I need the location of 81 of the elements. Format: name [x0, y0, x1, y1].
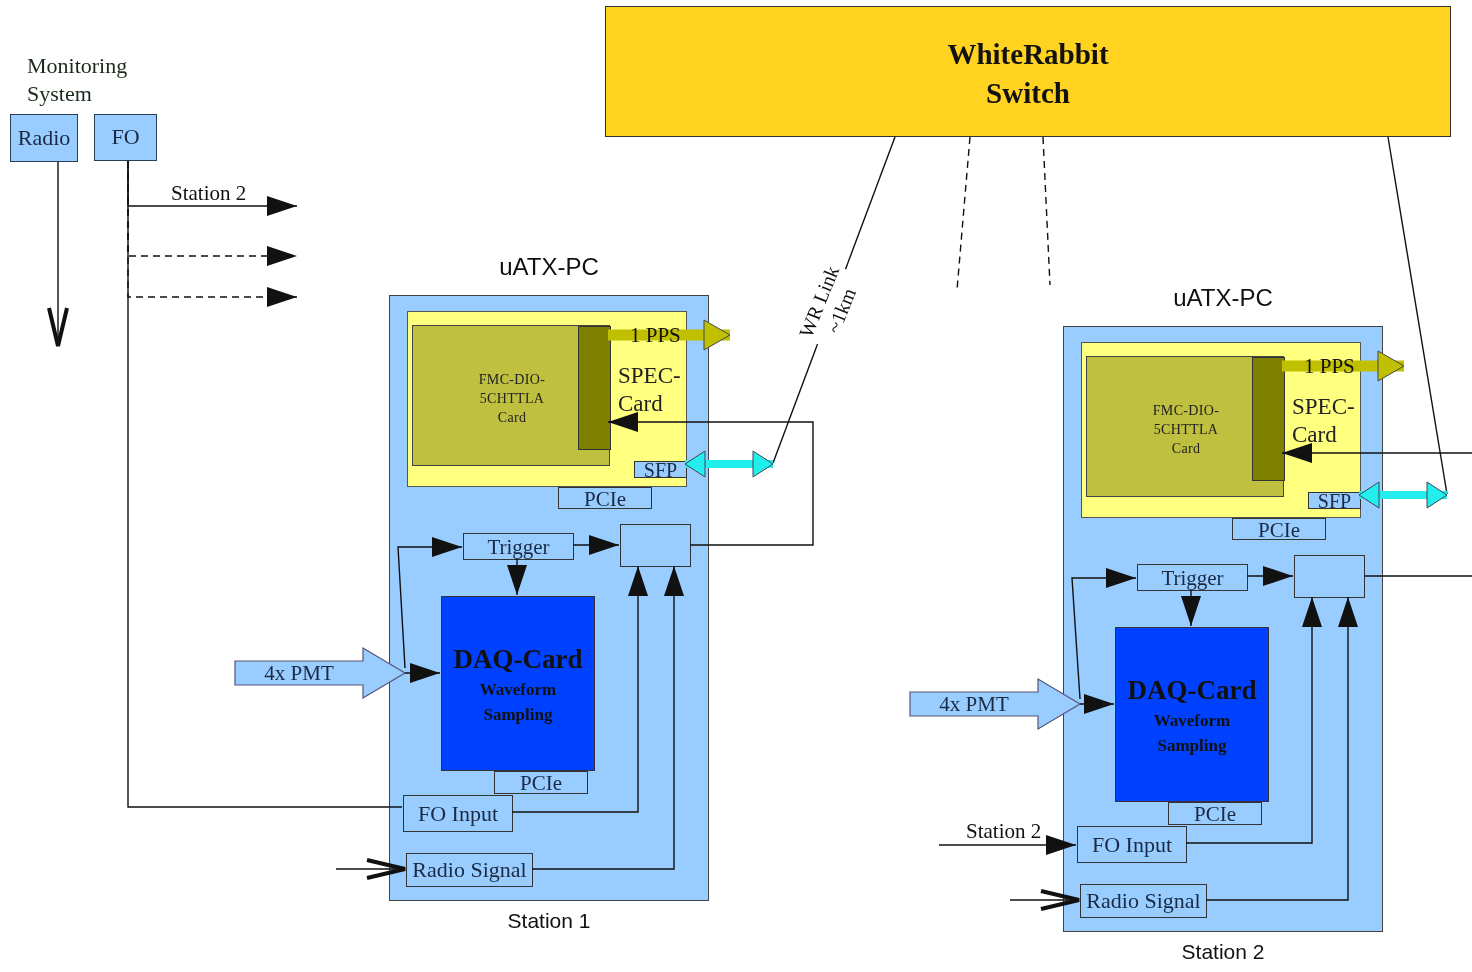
node-label: DAQ-Card: [1126, 674, 1258, 706]
trigger-box: [463, 533, 574, 560]
arrow: [531, 565, 684, 870]
edge-label: 1 PPS: [1304, 354, 1355, 378]
arrow: [608, 319, 731, 351]
arrow: [1071, 568, 1137, 700]
trigger-box: [1137, 564, 1248, 591]
radio-box: [10, 114, 78, 162]
arrow: [397, 537, 463, 669]
daq-card-box: [441, 596, 595, 771]
arrow: [1181, 589, 1201, 627]
node-label: Radio Signal: [1085, 888, 1202, 914]
node-label: Trigger: [1160, 566, 1225, 590]
node-label: 4x PMT: [263, 660, 335, 686]
daq-card-box: [1115, 627, 1269, 802]
link-arrow: [684, 136, 896, 478]
node-label: FMC-DIO-5CHTTLA Card: [1151, 402, 1221, 458]
card-box: [1081, 342, 1361, 518]
node-label: 4x PMT: [938, 691, 1010, 717]
block-arrow: [910, 679, 1080, 729]
node-label: PCIe: [1257, 519, 1301, 541]
slot-box: [494, 771, 588, 794]
node-sublabel: Waveform Sampling: [1152, 710, 1232, 757]
port-box: [1308, 492, 1361, 509]
fo-box: [94, 114, 157, 161]
node-label: uATX-PC: [498, 252, 600, 282]
arrow: [1205, 596, 1358, 901]
arrow: [507, 558, 527, 596]
node-label: FO: [110, 124, 141, 150]
logic-box: [1294, 555, 1365, 598]
arrow: [1281, 443, 1472, 463]
slot-box: [1232, 518, 1326, 540]
node-label: SPEC-Card: [618, 362, 682, 418]
arrow: [511, 565, 648, 813]
input-box: [403, 795, 513, 832]
switch-box: [605, 6, 1451, 137]
arrow: [1246, 566, 1294, 586]
input-box: [1077, 826, 1187, 863]
arrow: [572, 535, 620, 555]
arrow: [1079, 694, 1115, 714]
station-label: Station 1: [506, 908, 592, 934]
arrow: [1009, 889, 1081, 911]
node-label: WhiteRabbit Switch: [946, 37, 1110, 111]
node-label: FO Input: [1090, 832, 1174, 858]
port-box: [634, 461, 687, 478]
node-label: SFP: [1316, 491, 1353, 511]
arrow: [938, 835, 1077, 855]
edge-label: Station 2: [966, 819, 1042, 843]
node-label: DAQ-Card: [452, 643, 584, 675]
slot-box: [1168, 802, 1262, 825]
block-arrow: [235, 648, 405, 698]
node-label: Radio Signal: [411, 857, 528, 883]
node-label: FMC-DIO-5CHTTLA Card: [477, 371, 547, 427]
arrow: [607, 412, 814, 546]
node-label: Radio: [16, 125, 72, 151]
group-heading: Monitoring System: [27, 52, 129, 108]
arrow: [335, 858, 407, 880]
node-label: PCIe: [519, 772, 563, 794]
node-label: PCIe: [583, 488, 627, 510]
node-label: FO Input: [416, 801, 500, 827]
logic-box: [620, 524, 691, 567]
arrow: [1282, 350, 1405, 382]
node-label: PCIe: [1193, 803, 1237, 825]
arrow: [404, 663, 441, 683]
card-box: [412, 325, 610, 466]
arrow: [1185, 596, 1322, 844]
connector-bar: [578, 326, 611, 450]
slot-box: [558, 487, 652, 509]
node-label: uATX-PC: [1172, 283, 1274, 313]
node-label: SPEC-Card: [1292, 393, 1356, 449]
connector-bar: [1252, 357, 1285, 481]
card-box: [407, 311, 687, 487]
node-sublabel: Waveform Sampling: [478, 679, 558, 726]
link-arrow: [1358, 136, 1448, 509]
station-label: Station 2: [1180, 939, 1266, 965]
card-box: [1086, 356, 1284, 497]
node-label: Trigger: [486, 535, 551, 559]
edge-label: Station 2: [171, 181, 247, 205]
arrow: [47, 161, 69, 348]
edge-label: 1 PPS: [630, 323, 681, 347]
node-label: SFP: [642, 460, 679, 480]
